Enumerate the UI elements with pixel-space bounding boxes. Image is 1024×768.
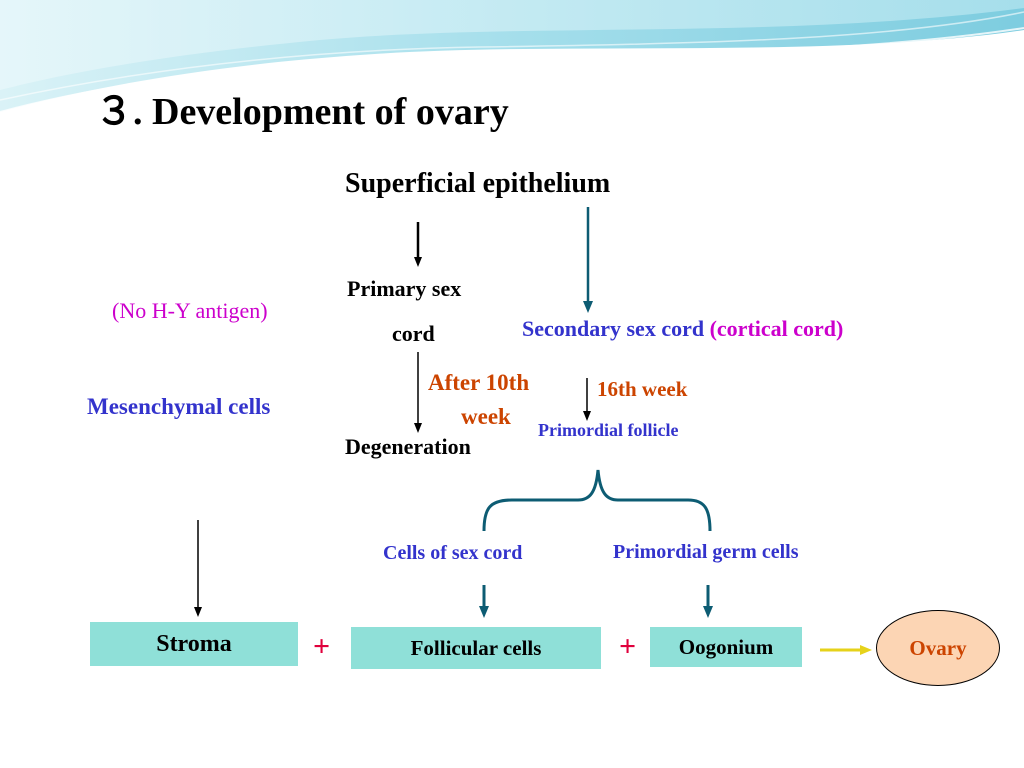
label-secondary-sex-cord-text: Secondary sex cord xyxy=(522,316,710,341)
label-secondary-sex-cord: Secondary sex cord (cortical cord) xyxy=(522,316,843,342)
label-cortical-cord: (cortical cord) xyxy=(709,316,844,341)
label-cells-of-sex-cord: Cells of sex cord xyxy=(383,542,523,564)
ellipse-ovary: Ovary xyxy=(876,610,1000,686)
label-16th-week: 16th week xyxy=(597,377,688,401)
label-after-10th-week-line1: After 10th xyxy=(428,370,530,395)
label-mesenchymal-cells: Mesenchymal cells xyxy=(87,394,271,419)
plus-operator-2: + xyxy=(619,630,637,663)
box-follicular-cells: Follicular cells xyxy=(351,627,601,669)
slide-title: ３. Development of ovary xyxy=(95,91,509,133)
label-no-hy-antigen: (No H-Y antigen) xyxy=(112,298,268,323)
label-primary-sex-cord-line2: cord xyxy=(392,321,435,346)
label-primordial-germ-cells: Primordial germ cells xyxy=(613,541,799,563)
box-oogonium: Oogonium xyxy=(650,627,802,667)
label-primordial-follicle: Primordial follicle xyxy=(538,420,679,440)
plus-operator-1: + xyxy=(313,630,331,663)
label-primary-sex-cord-line1: Primary sex xyxy=(347,276,462,301)
label-degeneration: Degeneration xyxy=(345,434,471,459)
curly-brace xyxy=(482,469,712,532)
label-superficial-epithelium: Superficial epithelium xyxy=(345,168,611,199)
box-stroma: Stroma xyxy=(90,622,298,666)
label-after-10th-week-line2: week xyxy=(461,404,511,429)
